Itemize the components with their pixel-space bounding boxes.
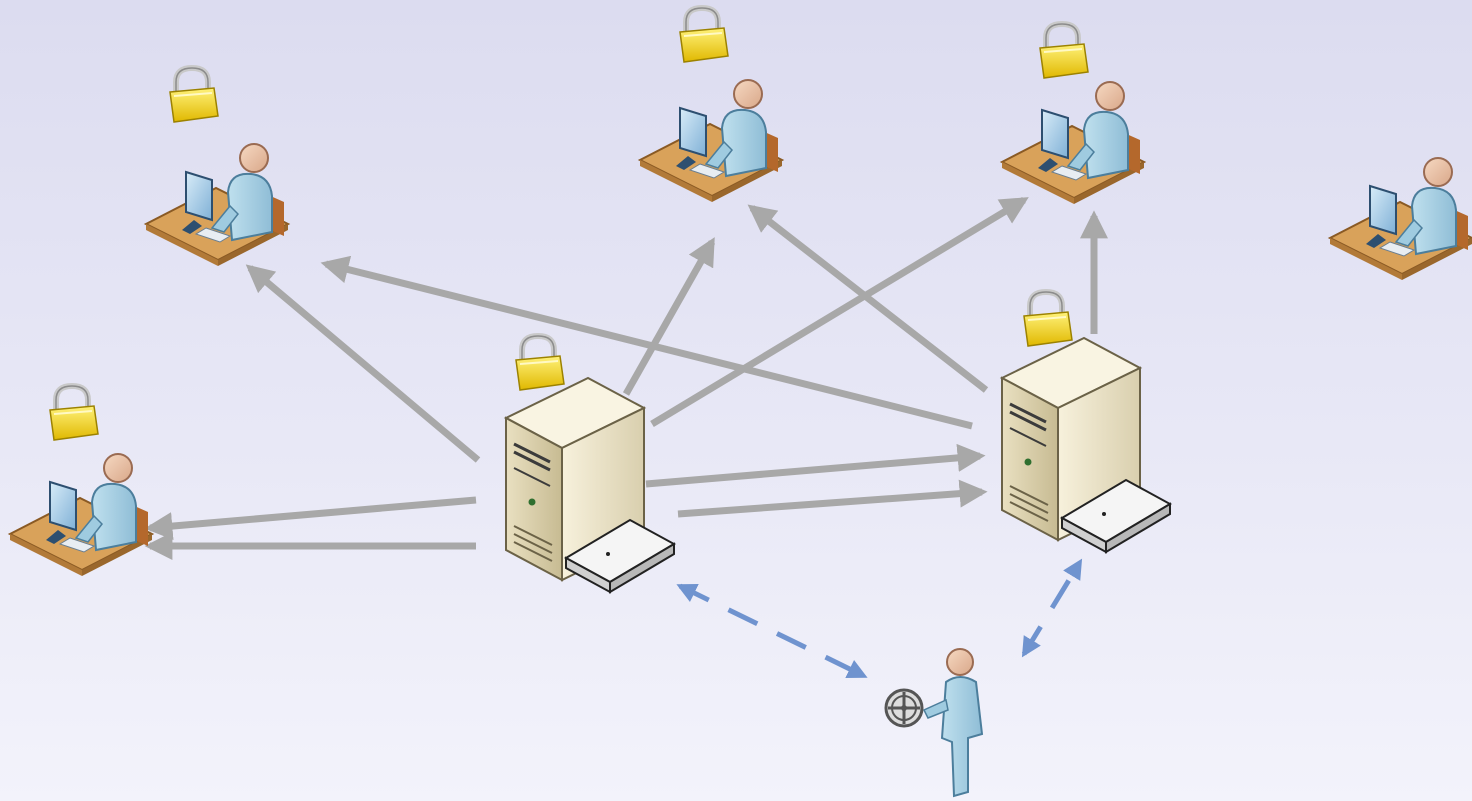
connections-layer bbox=[144, 197, 1108, 679]
lock-icon bbox=[516, 336, 564, 390]
workstation-left bbox=[9, 453, 153, 577]
workstation-top-right bbox=[1001, 81, 1145, 205]
replication-arrow-server-right-to-ws-left bbox=[645, 443, 986, 488]
replication-arrow-server-left-to-ws-top-center bbox=[622, 237, 716, 396]
replication-arrow-server-left-to-ws-left bbox=[144, 496, 477, 541]
workstation-far-right bbox=[1329, 157, 1472, 281]
replication-arrow-server-left-to-ws-top-right bbox=[650, 197, 1029, 427]
lock-icon bbox=[680, 8, 728, 62]
replication-arrow-server-right-to-ws-top-left bbox=[320, 255, 973, 430]
lock-icon bbox=[50, 386, 98, 440]
server-right bbox=[1000, 336, 1172, 554]
replication-arrow-server-left-to-ws-top-left bbox=[245, 264, 481, 463]
workstation-top-center bbox=[639, 79, 783, 203]
admin-arrow-admin-to-server-left bbox=[676, 583, 868, 679]
lock-icon bbox=[1040, 24, 1088, 78]
replication-arrow-server-right-to-ws-top-center bbox=[747, 204, 989, 393]
workstation-top-left bbox=[145, 143, 289, 267]
lock-icon bbox=[1024, 292, 1072, 346]
lock-icon bbox=[170, 68, 218, 122]
admin-with-film-reel bbox=[884, 647, 984, 798]
replication-arrow-server-left-to-server-right bbox=[677, 479, 988, 518]
admin-arrow-admin-to-server-right bbox=[1021, 558, 1083, 658]
